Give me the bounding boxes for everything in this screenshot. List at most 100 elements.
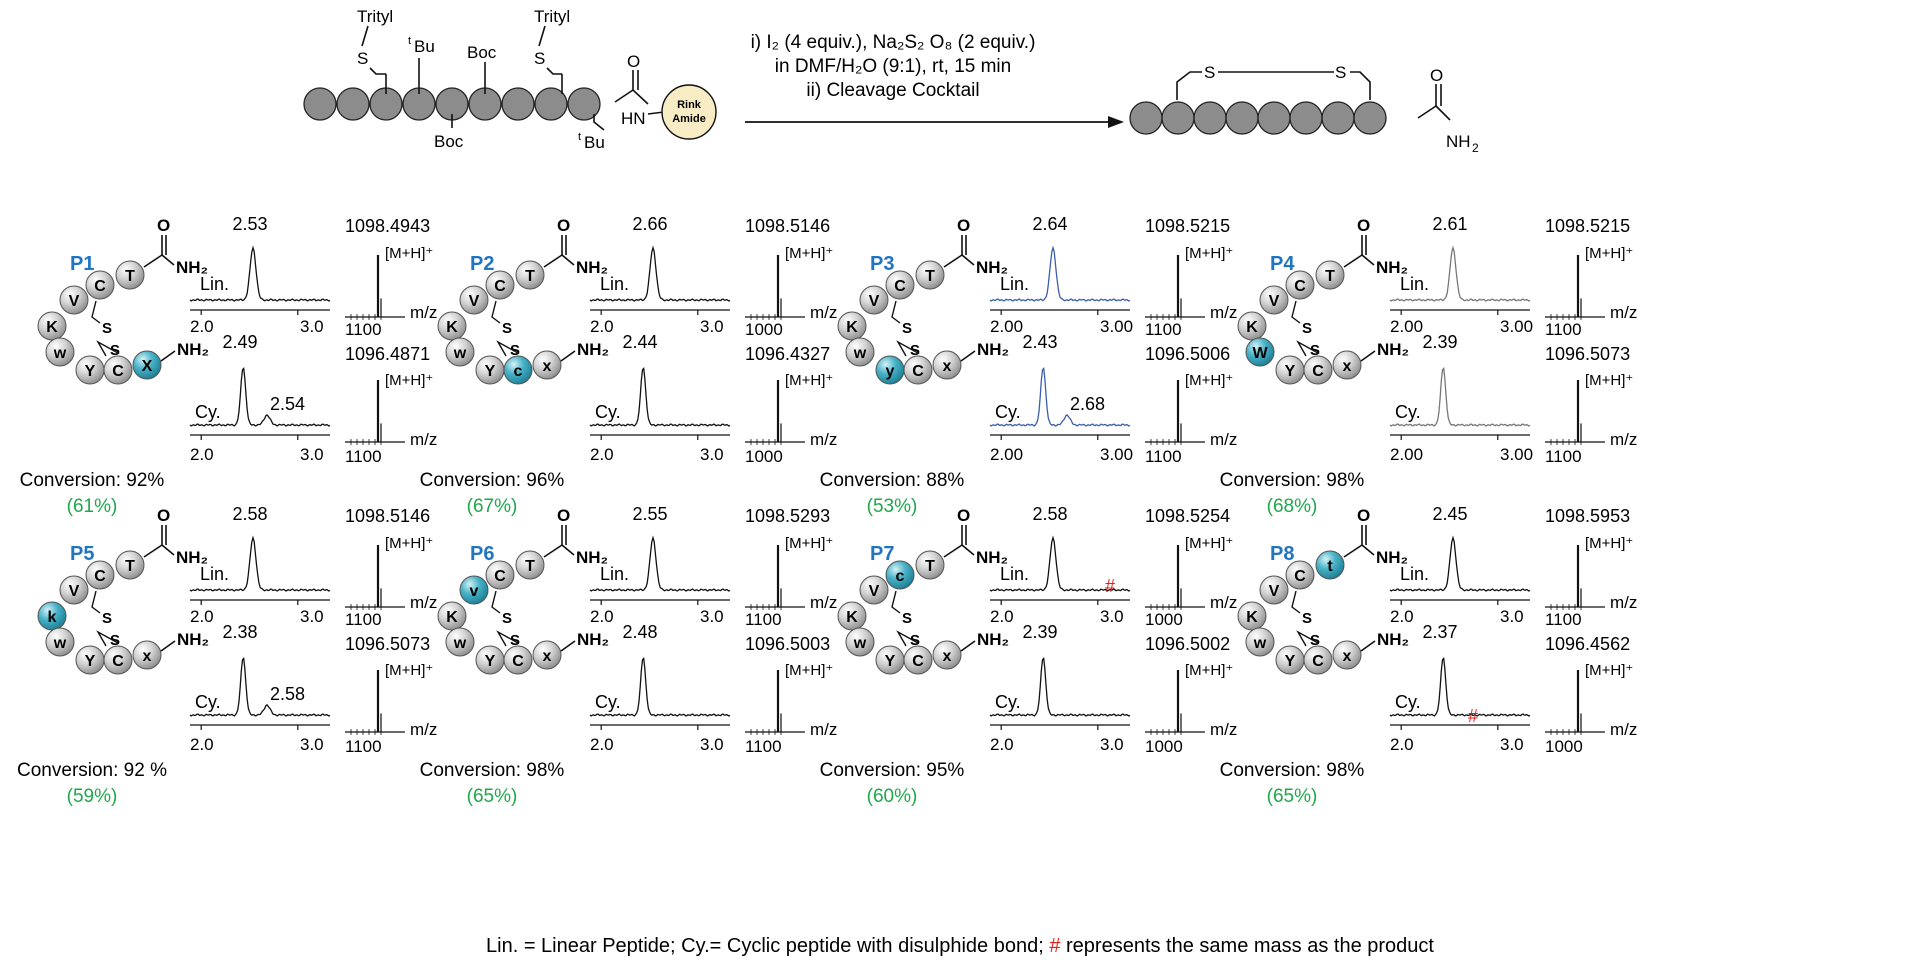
lin-xtick-1: 2.0 <box>190 607 214 626</box>
c-term-nh2: NH₂ <box>1376 548 1408 567</box>
hplc-cyclic-trace <box>589 367 731 427</box>
lin-xtick-2: 3.00 <box>1500 317 1533 336</box>
hplc-cyclic <box>989 657 1131 730</box>
lin-mz-axis: m/z <box>1210 593 1237 612</box>
hplc-linear <box>589 245 731 315</box>
lin-mz-tick: 1100 <box>345 320 382 339</box>
cy-xtick-1: 2.00 <box>990 445 1023 464</box>
cy-xtick-2: 3.0 <box>700 735 724 754</box>
conversion-text: Conversion: 96% <box>420 470 565 491</box>
trityl-label-2: Trityl <box>534 7 570 26</box>
lin-hash: # <box>1105 576 1115 596</box>
residue-bead <box>1259 285 1289 315</box>
residue-letter: w <box>53 635 67 652</box>
hplc-cyclic <box>1389 367 1531 440</box>
ms-cyclic <box>345 670 405 735</box>
residue-letter: K <box>1246 319 1258 336</box>
cy-mz-axis: m/z <box>810 720 837 739</box>
hplc-linear-trace <box>989 245 1131 302</box>
ms-cyclic <box>745 670 805 735</box>
hplc-linear <box>989 535 1131 605</box>
lin-mz-value: 1098.5146 <box>345 506 430 526</box>
cy-mz-axis: m/z <box>1210 430 1237 449</box>
hplc-cyclic-trace <box>589 657 731 717</box>
disulfide-s-1: S <box>102 610 112 627</box>
cy-xtick-2: 3.0 <box>300 735 324 754</box>
condition-line-3: ii) Cleavage Cocktail <box>806 80 979 101</box>
lin-rt: 2.53 <box>232 214 267 234</box>
carbonyl-o: O <box>957 506 970 525</box>
n-term-nh2: NH₂ <box>977 340 1009 359</box>
residue-bead <box>932 640 962 670</box>
cy-rt: 2.44 <box>622 332 657 352</box>
n-term-nh2: NH₂ <box>177 630 209 649</box>
lin-mz-value: 1098.5215 <box>1545 216 1630 236</box>
residue-letter: T <box>525 268 535 285</box>
lin-xtick-1: 2.0 <box>190 317 214 336</box>
residue-bead <box>1315 260 1345 290</box>
residue-bead <box>1315 550 1345 580</box>
hplc-linear <box>989 245 1131 315</box>
lin-mz-tick: 1100 <box>1545 320 1582 339</box>
residue-letter: T <box>525 558 535 575</box>
scheme-bead <box>303 87 337 121</box>
residue-bead <box>903 355 933 385</box>
n-term-nh2: NH₂ <box>577 630 609 649</box>
hplc-linear <box>189 245 331 315</box>
cy-mh-label: [M+H]⁺ <box>1185 662 1233 679</box>
residue-letter: V <box>69 583 80 600</box>
lin-xtick-2: 3.0 <box>300 317 324 336</box>
c-term-nh2: NH₂ <box>576 548 608 567</box>
residue-letter: V <box>1269 293 1280 310</box>
hplc-cyclic <box>1389 657 1531 730</box>
lin-mz-tick: 1100 <box>345 610 382 629</box>
residue-bead <box>445 337 475 367</box>
residue-letter: V <box>1269 583 1280 600</box>
lin-label: Lin. <box>1000 564 1029 584</box>
carbonyl-o: O <box>627 52 640 71</box>
residue-bead <box>59 285 89 315</box>
residue-letter: w <box>453 635 467 652</box>
lin-mh-label: [M+H]⁺ <box>1585 535 1633 552</box>
c-term-nh2: NH₂ <box>176 258 208 277</box>
ms-linear <box>345 545 405 610</box>
hplc-cyclic-trace <box>189 657 331 717</box>
residue-letter: y <box>886 363 895 380</box>
residue-bead <box>1285 270 1315 300</box>
cy-mz-value: 1096.4327 <box>745 344 830 364</box>
hplc-linear <box>1389 245 1531 315</box>
carbonyl-o: O <box>1357 216 1370 235</box>
cy-minor-rt: 2.68 <box>1070 394 1105 414</box>
cy-mz-tick: 1000 <box>745 447 783 466</box>
ms-linear <box>745 255 805 320</box>
residue-letter: w <box>453 345 467 362</box>
residue-letter: x <box>543 358 552 375</box>
residue-letter: K <box>1246 609 1258 626</box>
c-term-nh2: NH₂ <box>176 548 208 567</box>
hplc-cyclic-trace <box>1389 367 1531 427</box>
residue-letter: C <box>912 653 924 670</box>
residue-letter: T <box>925 558 935 575</box>
cy-mz-axis: m/z <box>410 430 437 449</box>
residue-letter: w <box>853 635 867 652</box>
scheme-bead <box>1193 101 1227 135</box>
disulfide-s-2: S <box>910 342 920 359</box>
product-carbonyl-o: O <box>1430 66 1443 85</box>
residue-bead <box>903 645 933 675</box>
resin-label-2: Amide <box>672 113 706 125</box>
lin-mz-axis: m/z <box>410 593 437 612</box>
residue-bead <box>85 270 115 300</box>
residue-letter: c <box>514 363 523 380</box>
residue-letter: C <box>1294 568 1306 585</box>
lin-mh-label: [M+H]⁺ <box>385 535 433 552</box>
ms-cyclic <box>1145 380 1205 445</box>
lin-xtick-2: 3.0 <box>300 607 324 626</box>
c-term-nh2: NH₂ <box>1376 258 1408 277</box>
cy-mz-value: 1096.5003 <box>745 634 830 654</box>
lin-rt: 2.58 <box>1032 504 1067 524</box>
residue-bead <box>103 645 133 675</box>
c-term-nh2: NH₂ <box>976 258 1008 277</box>
lin-rt: 2.45 <box>1432 504 1467 524</box>
cy-mz-value: 1096.5002 <box>1145 634 1230 654</box>
